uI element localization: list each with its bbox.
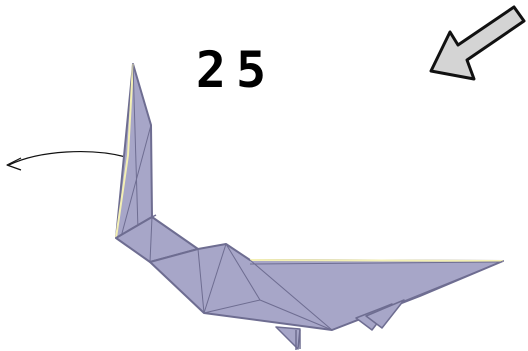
- model-body: [150, 244, 503, 330]
- model-neck: [116, 64, 152, 238]
- push-arrow-icon: [431, 7, 524, 79]
- model-legs: [276, 327, 300, 350]
- step-number-display: 25: [196, 41, 276, 99]
- step-number: 25: [196, 41, 276, 99]
- curved-arrow-icon: [7, 152, 126, 170]
- origami-model: [116, 64, 503, 350]
